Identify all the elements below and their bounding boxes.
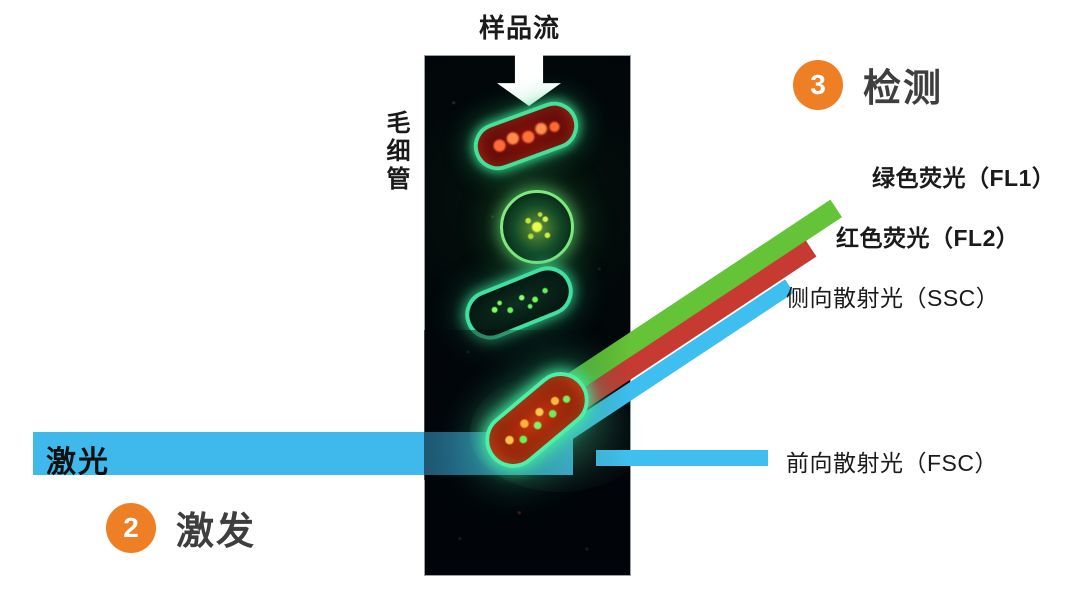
- cell-round-green: [500, 190, 574, 264]
- step-2-title: 激发: [176, 511, 257, 553]
- beam-fsc-forward-scatter: [596, 450, 768, 466]
- channel-label-fl1: 绿色荧光（FL1）: [872, 165, 1056, 191]
- cell-interior-dots: [511, 201, 563, 253]
- capillary-label: 毛细管: [382, 110, 409, 194]
- step-3-badge: 3: [793, 59, 843, 110]
- step-3-title: 检测: [863, 68, 944, 110]
- channel-label-ssc: 侧向散射光（SSC）: [786, 285, 1000, 311]
- channel-label-fl2: 红色荧光（FL2）: [836, 225, 1020, 251]
- channel-label-fsc: 前向散射光（FSC）: [786, 450, 998, 476]
- sample-flow-label: 样品流: [479, 13, 561, 43]
- step-2-badge: 2: [106, 502, 156, 553]
- cell-membrane: [500, 190, 574, 264]
- step-2-excitation: 2 激发: [106, 500, 256, 555]
- laser-beam-label: 激光: [46, 446, 110, 479]
- step-3-detection: 3 检测: [793, 57, 943, 112]
